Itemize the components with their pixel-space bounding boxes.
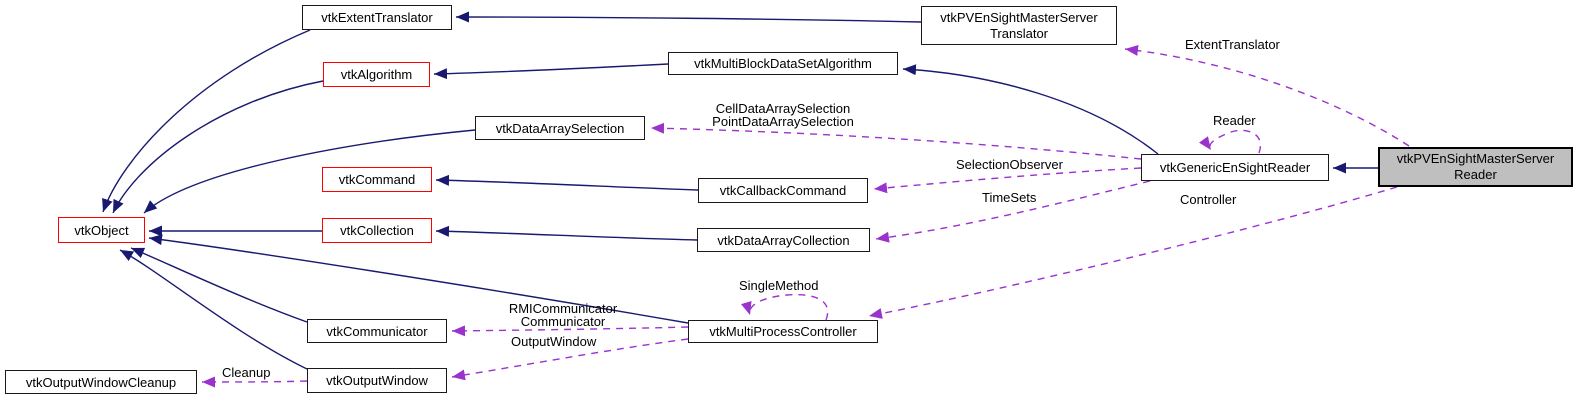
edge-label-communicators: RMICommunicator Communicator — [498, 302, 628, 328]
node-vtkObject[interactable]: vtkObject — [58, 217, 145, 243]
node-vtkCommunicator[interactable]: vtkCommunicator — [307, 319, 447, 343]
node-vtkAlgorithm[interactable]: vtkAlgorithm — [323, 62, 430, 87]
node-vtkDataArraySelection[interactable]: vtkDataArraySelection — [475, 116, 645, 140]
edge-communicator-to-object — [130, 247, 308, 323]
node-vtkMultiBlockDataSetAlgorithm[interactable]: vtkMultiBlockDataSetAlgorithm — [668, 52, 898, 75]
edge-pvreader-controller-member — [868, 186, 1398, 319]
node-label-line: vtkPVEnSightMasterServer — [940, 9, 1098, 25]
node-vtkExtentTranslator[interactable]: vtkExtentTranslator — [302, 5, 452, 30]
edge-label-single-method: SingleMethod — [739, 278, 819, 293]
edge-mbdsalgorithm-to-algorithm — [433, 63, 669, 80]
node-vtkPVEnSightMasterServerTranslator[interactable]: vtkPVEnSightMasterServer Translator — [921, 6, 1117, 45]
edge-label-selection-observer: SelectionObserver — [956, 157, 1063, 172]
node-vtkPVEnSightMasterServerReader[interactable]: vtkPVEnSightMasterServer Reader — [1378, 147, 1573, 187]
node-vtkDataArrayCollection[interactable]: vtkDataArrayCollection — [697, 228, 870, 252]
edge-extenttranslator-to-object — [102, 29, 311, 213]
node-vtkOutputWindow[interactable]: vtkOutputWindow — [307, 368, 447, 393]
edge-label-communicator: Communicator — [520, 314, 606, 329]
edge-label-point-data-array-selection: PointDataArraySelection — [712, 114, 854, 129]
node-vtkOutputWindowCleanup[interactable]: vtkOutputWindowCleanup — [5, 370, 197, 394]
edge-label-reader: Reader — [1213, 113, 1256, 128]
node-vtkCollection[interactable]: vtkCollection — [322, 218, 432, 243]
node-label-line: Translator — [989, 25, 1049, 41]
edge-multiprocesscontroller-singlemethod-selfloop — [741, 293, 829, 321]
edge-pvtranslator-to-extenttranslator — [455, 11, 922, 23]
edge-label-output-window: OutputWindow — [511, 334, 597, 349]
edge-algorithm-to-object — [112, 80, 324, 214]
edge-label-data-array-selections: CellDataArraySelection PointDataArraySel… — [693, 102, 873, 128]
edge-label-cleanup: Cleanup — [222, 365, 271, 380]
edge-pvreader-extenttranslator-member — [1124, 45, 1410, 147]
edge-genericreader-dataarrayselection-member — [650, 122, 1142, 160]
edge-label-extent-translator: ExtentTranslator — [1185, 37, 1280, 52]
edge-outputwindow-cleanup-member — [201, 376, 308, 388]
node-label-line: Reader — [1454, 167, 1497, 182]
node-vtkMultiProcessController[interactable]: vtkMultiProcessController — [688, 320, 878, 343]
node-label-line: vtkPVEnSightMasterServer — [1396, 151, 1555, 166]
edge-label-timesets: TimeSets — [982, 190, 1037, 205]
node-vtkCommand[interactable]: vtkCommand — [322, 167, 432, 192]
edge-genericreader-to-mbdsalgorithm — [902, 64, 1159, 155]
edge-dataarraycollection-to-collection — [435, 225, 698, 241]
edge-label-controller: Controller — [1180, 192, 1237, 207]
edge-outputwindow-to-object — [119, 249, 308, 370]
edge-label-cell-data-array-selection: CellDataArraySelection — [715, 101, 851, 116]
edge-callbackcommand-to-command — [435, 174, 699, 191]
edge-genericreader-reader-selfloop — [1198, 129, 1262, 154]
node-vtkGenericEnSightReader[interactable]: vtkGenericEnSightReader — [1141, 154, 1329, 181]
node-vtkCallbackCommand[interactable]: vtkCallbackCommand — [698, 178, 868, 203]
